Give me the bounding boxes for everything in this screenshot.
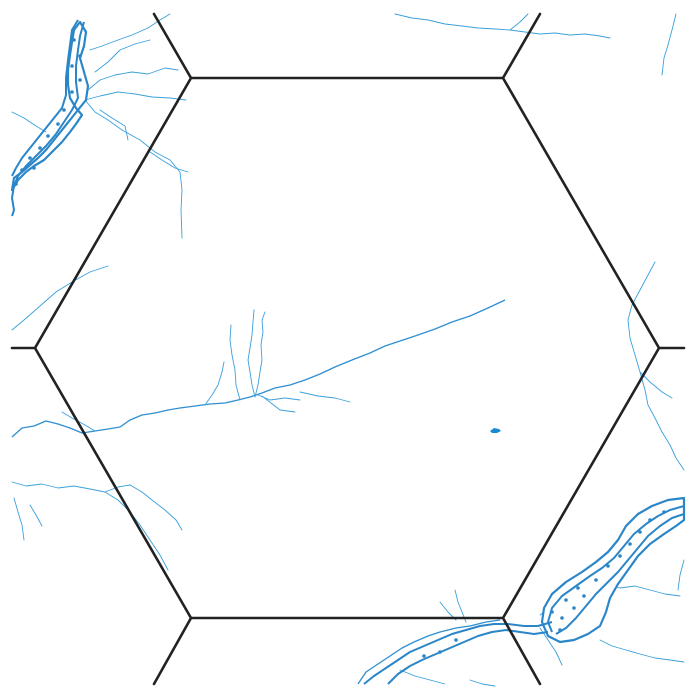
marsh-northwest: [10, 20, 90, 192]
hex-center: [33, 76, 661, 620]
hex-edge-sw: [152, 616, 193, 686]
streams: [11, 13, 685, 687]
marsh-southeast: [540, 496, 686, 644]
central-stream: [11, 299, 506, 438]
hex-grid: [10, 12, 686, 686]
hex-edge-nw: [152, 12, 193, 80]
river-northwest: [10, 19, 90, 217]
hex-edge-se: [501, 616, 542, 686]
river-southeast: [357, 496, 686, 685]
river-southeast-channel: [363, 621, 553, 685]
hex-edge-ne: [501, 12, 542, 80]
marsh-dots-northwest: [14, 38, 82, 186]
marsh-dots-southeast: [422, 510, 666, 658]
pond: [490, 428, 501, 433]
